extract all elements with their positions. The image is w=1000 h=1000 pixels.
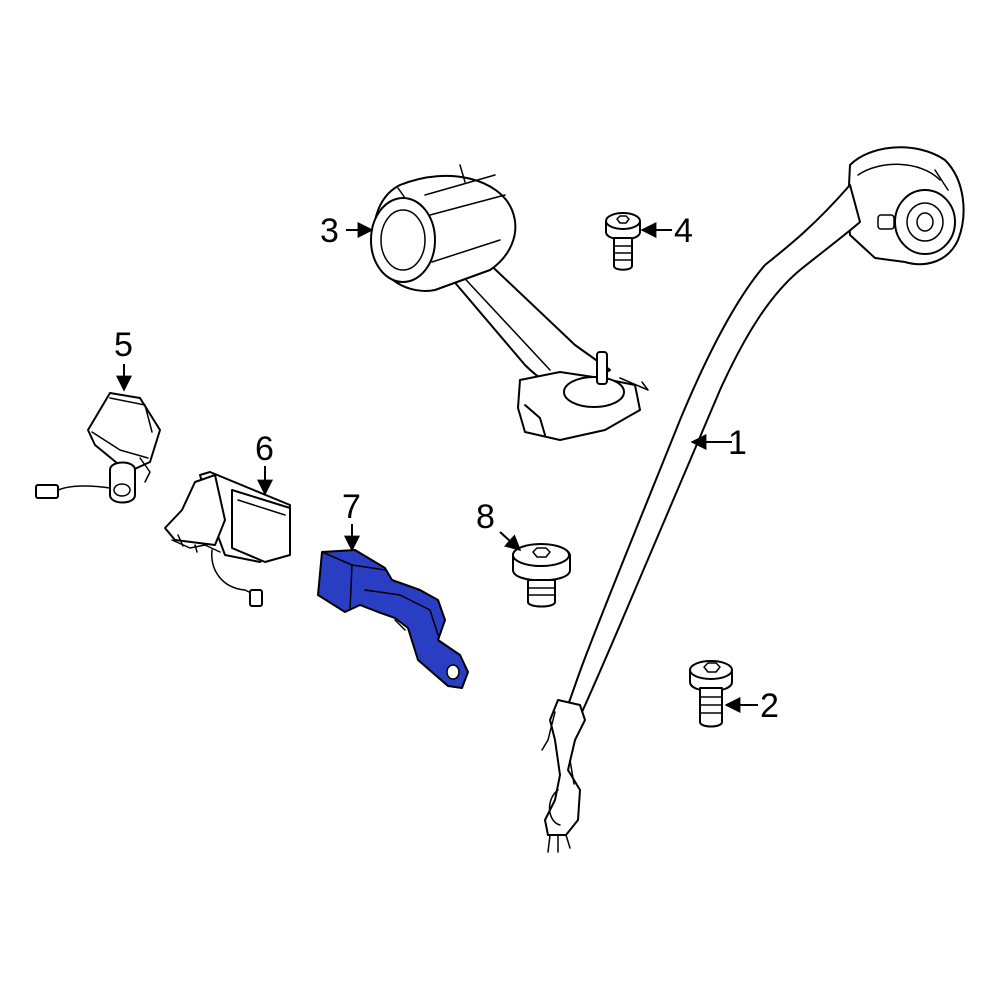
callout-label-6: 6 <box>255 430 274 468</box>
callout-4: 4 <box>640 212 693 250</box>
callout-label-1: 1 <box>728 424 747 462</box>
belt-retractor[interactable] <box>370 164 649 441</box>
callout-label-2: 2 <box>760 687 779 725</box>
callout-label-7: 7 <box>342 488 361 526</box>
anchor-bolt[interactable] <box>689 660 733 728</box>
buckle-receiver[interactable] <box>164 471 291 607</box>
callout-label-3: 3 <box>320 212 339 250</box>
callout-6: 6 <box>255 430 274 496</box>
retractor-bolt[interactable] <box>605 212 641 271</box>
callout-label-5: 5 <box>114 326 133 364</box>
callout-5: 5 <box>114 326 133 392</box>
callout-2: 2 <box>724 687 779 725</box>
callout-label-8: 8 <box>476 498 495 536</box>
buckle[interactable] <box>35 392 161 504</box>
callout-1: 1 <box>690 424 747 462</box>
seat-belt-assembly[interactable] <box>541 146 965 853</box>
callout-3: 3 <box>320 212 374 250</box>
buckle-bracket[interactable] <box>317 549 469 689</box>
callout-8: 8 <box>476 498 522 552</box>
buckle-bolt[interactable] <box>512 543 571 608</box>
callout-label-4: 4 <box>674 212 693 250</box>
callout-7: 7 <box>342 488 361 552</box>
